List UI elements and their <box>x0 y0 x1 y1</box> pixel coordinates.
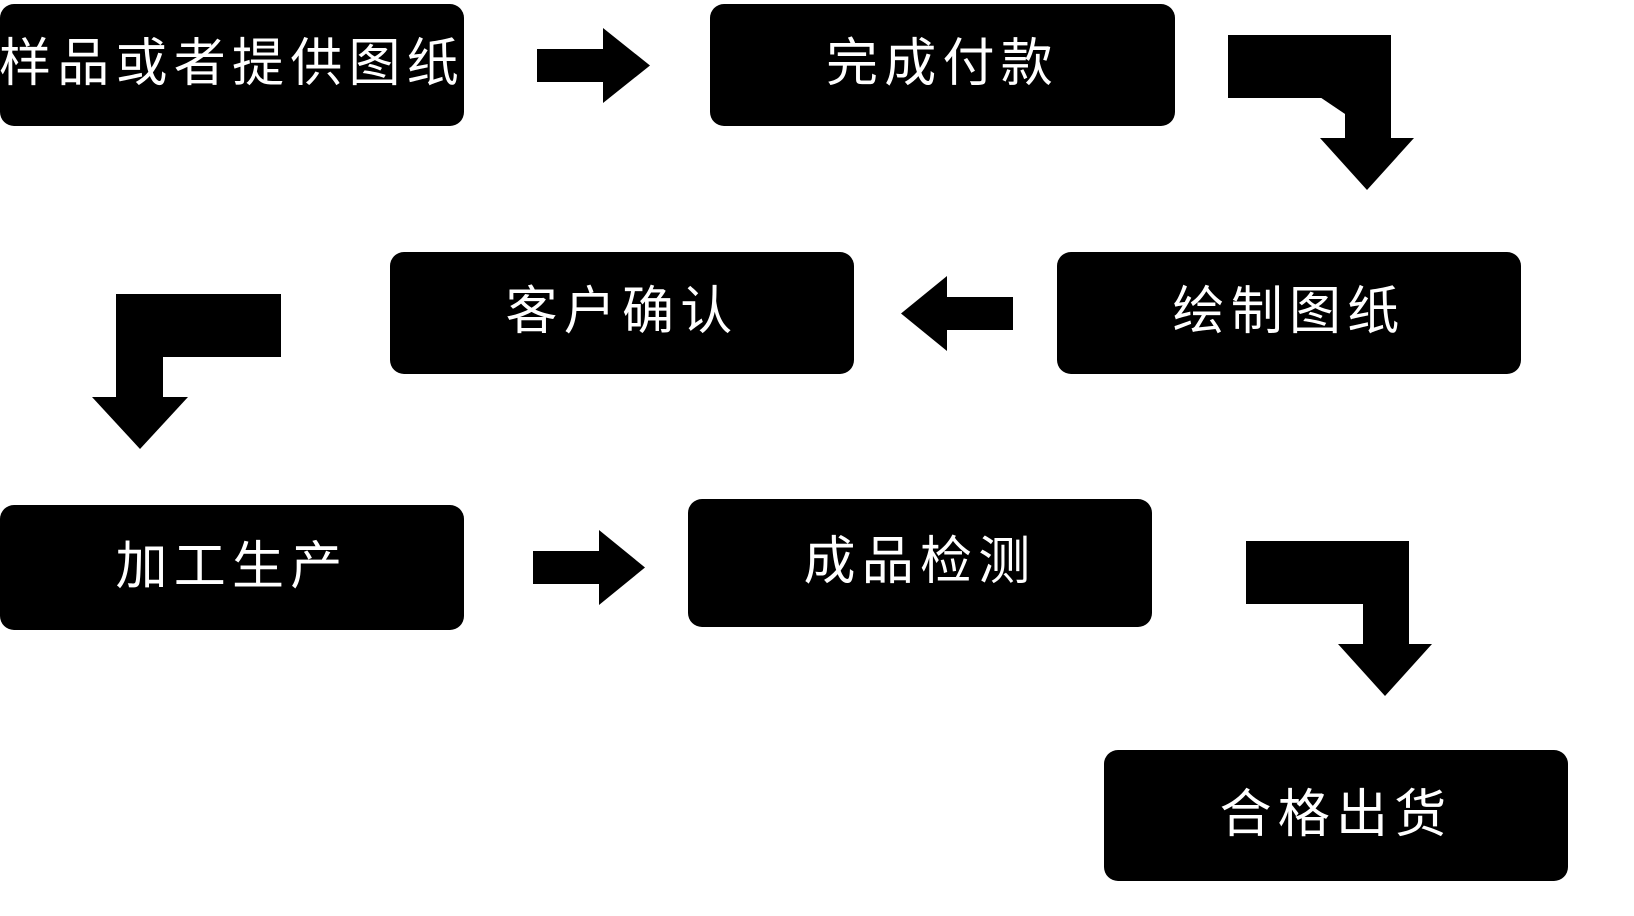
arrow-right-production-to-inspection <box>533 530 645 605</box>
flow-node-sample-or-drawing[interactable]: 样品或者提供图纸 <box>0 4 464 126</box>
arrow-right-icon <box>533 530 645 605</box>
flow-node-draw-drawing[interactable]: 绘制图纸 <box>1057 252 1521 374</box>
flow-node-complete-payment[interactable]: 完成付款 <box>710 4 1175 126</box>
arrow-elbow-inspection-to-shipment <box>1246 541 1432 696</box>
flow-node-product-inspection[interactable]: 成品检测 <box>688 499 1152 627</box>
flow-node-label: 成品检测 <box>803 533 1037 592</box>
flow-node-label: 客户确认 <box>505 283 739 342</box>
arrow-elbow-payment-to-drawing <box>1228 35 1414 190</box>
flow-node-label: 完成付款 <box>826 35 1059 94</box>
arrow-elbow-right-down-icon <box>1246 541 1432 696</box>
flow-node-qualified-shipment[interactable]: 合格出货 <box>1104 750 1568 881</box>
arrow-left-icon <box>901 276 1013 351</box>
flow-node-label: 绘制图纸 <box>1172 283 1406 342</box>
flow-node-production[interactable]: 加工生产 <box>0 505 464 630</box>
arrow-left-drawing-to-confirm <box>901 276 1013 351</box>
flow-node-label: 加工生产 <box>115 537 349 596</box>
flow-node-customer-confirm[interactable]: 客户确认 <box>390 252 854 374</box>
arrow-right-icon <box>537 28 650 103</box>
arrow-right-sample-to-payment <box>537 28 650 103</box>
flow-node-label: 样品或者提供图纸 <box>0 35 465 94</box>
arrow-elbow-right-down-icon <box>1228 35 1414 190</box>
arrow-elbow-confirm-to-production <box>92 294 281 449</box>
arrow-elbow-left-down-icon <box>92 294 281 449</box>
flow-node-label: 合格出货 <box>1219 785 1453 844</box>
